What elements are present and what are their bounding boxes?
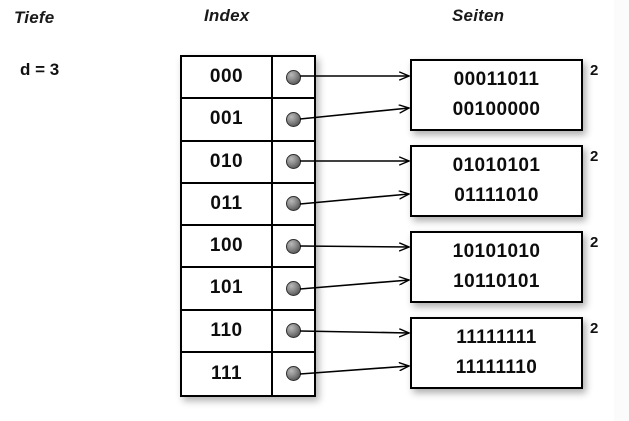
index-row[interactable]: 101 (182, 268, 314, 311)
page-line: 10101010 (452, 241, 541, 262)
index-row[interactable]: 001 (182, 99, 314, 142)
arrow-001-to-page1 (299, 108, 409, 120)
index-row[interactable]: 000 (182, 57, 314, 100)
index-key: 010 (209, 150, 244, 172)
page-line: 00011011 (453, 69, 540, 90)
arrow-111-to-page4 (299, 366, 409, 375)
index-row[interactable]: 110 (182, 310, 314, 353)
pointer-dot-icon (286, 196, 301, 212)
pointer-dot-icon (286, 154, 301, 170)
page-box[interactable]: 10101010 10110101 (410, 231, 583, 303)
index-row[interactable]: 100 (182, 226, 314, 269)
pointer-dot-icon (286, 238, 301, 254)
index-row[interactable]: 011 (182, 183, 314, 226)
index-key: 011 (210, 192, 243, 214)
index-pointer-cell[interactable] (271, 196, 314, 212)
pointer-dot-icon (286, 280, 301, 296)
page-line: 01010101 (452, 155, 541, 176)
column-divider (271, 99, 273, 140)
depth-label: d = 3 (20, 60, 60, 79)
arrow-100-to-page3 (299, 246, 409, 247)
heading-index: Index (204, 6, 250, 25)
pointer-dot-icon (286, 69, 301, 85)
page-box[interactable]: 11111111 11111110 (410, 317, 583, 389)
index-key: 111 (210, 362, 243, 384)
page-line: 01111010 (454, 185, 539, 206)
index-pointer-cell[interactable] (271, 238, 314, 254)
column-divider (271, 226, 273, 267)
index-pointer-cell[interactable] (271, 69, 314, 85)
index-pointer-cell[interactable] (271, 111, 314, 127)
index-key: 100 (209, 235, 244, 257)
index-pointer-cell[interactable] (271, 154, 314, 170)
page-count-label: 2 (590, 148, 599, 165)
index-pointer-cell[interactable] (271, 366, 314, 382)
pointer-dot-icon (286, 111, 301, 127)
index-row[interactable]: 010 (182, 141, 314, 184)
column-divider (271, 57, 273, 98)
column-divider (271, 183, 273, 224)
page-line: 00100000 (452, 99, 541, 120)
index-pointer-cell[interactable] (271, 323, 314, 339)
index-pointer-cell[interactable] (271, 280, 314, 296)
page-box[interactable]: 00011011 00100000 (410, 59, 583, 131)
right-edge-band (614, 0, 629, 421)
page-count-label: 2 (590, 234, 599, 251)
index-table: 000 001 010 011 (180, 55, 316, 397)
arrow-110-to-page4 (299, 331, 409, 333)
heading-tiefe: Tiefe (14, 8, 55, 27)
column-divider (271, 352, 273, 395)
pointer-dot-icon (286, 366, 301, 382)
index-key: 000 (209, 66, 244, 88)
column-divider (271, 268, 273, 309)
column-divider (271, 310, 273, 351)
page-line: 10110101 (453, 271, 540, 292)
page-count-label: 2 (590, 62, 599, 79)
index-key: 001 (209, 108, 244, 130)
index-row[interactable]: 111 (182, 352, 314, 395)
index-key: 110 (210, 319, 243, 341)
column-divider (271, 141, 273, 182)
pointer-dot-icon (286, 323, 301, 339)
page-line: 11111111 (456, 327, 537, 348)
page-box[interactable]: 01010101 01111010 (410, 145, 583, 217)
page-count-label: 2 (590, 320, 599, 337)
index-key: 101 (209, 277, 244, 299)
arrow-011-to-page2 (299, 194, 409, 205)
arrow-101-to-page3 (299, 280, 409, 290)
page-line: 11111110 (455, 357, 538, 378)
heading-seiten: Seiten (452, 6, 505, 25)
